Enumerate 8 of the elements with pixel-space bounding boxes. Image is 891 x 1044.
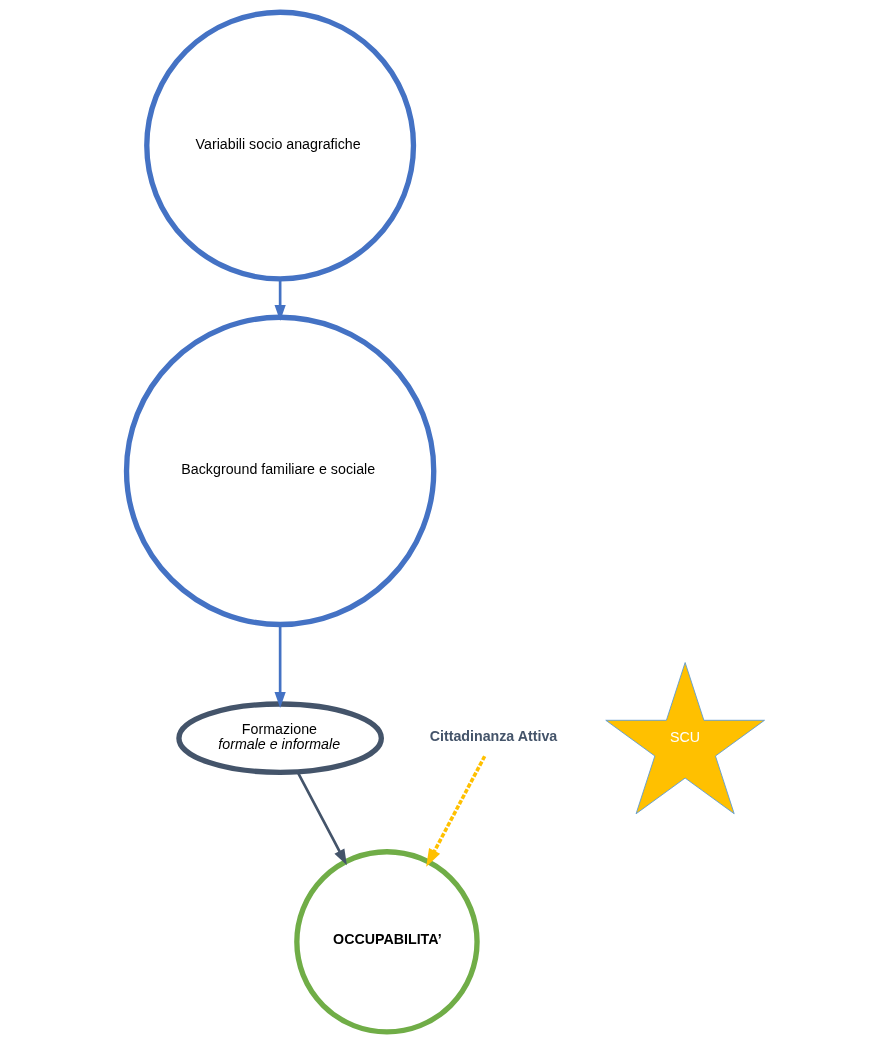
node-ellipse: Formazione formale e informale	[176, 701, 384, 775]
node-text: Cittadinanza Attiva	[429, 727, 558, 744]
arrow	[274, 279, 286, 322]
node-circle: Variabili socio anagrafiche	[144, 9, 417, 282]
arrow	[274, 624, 286, 709]
node-circle: Background familiare e sociale	[123, 314, 437, 628]
arrow	[296, 771, 347, 866]
arrow	[426, 755, 487, 867]
